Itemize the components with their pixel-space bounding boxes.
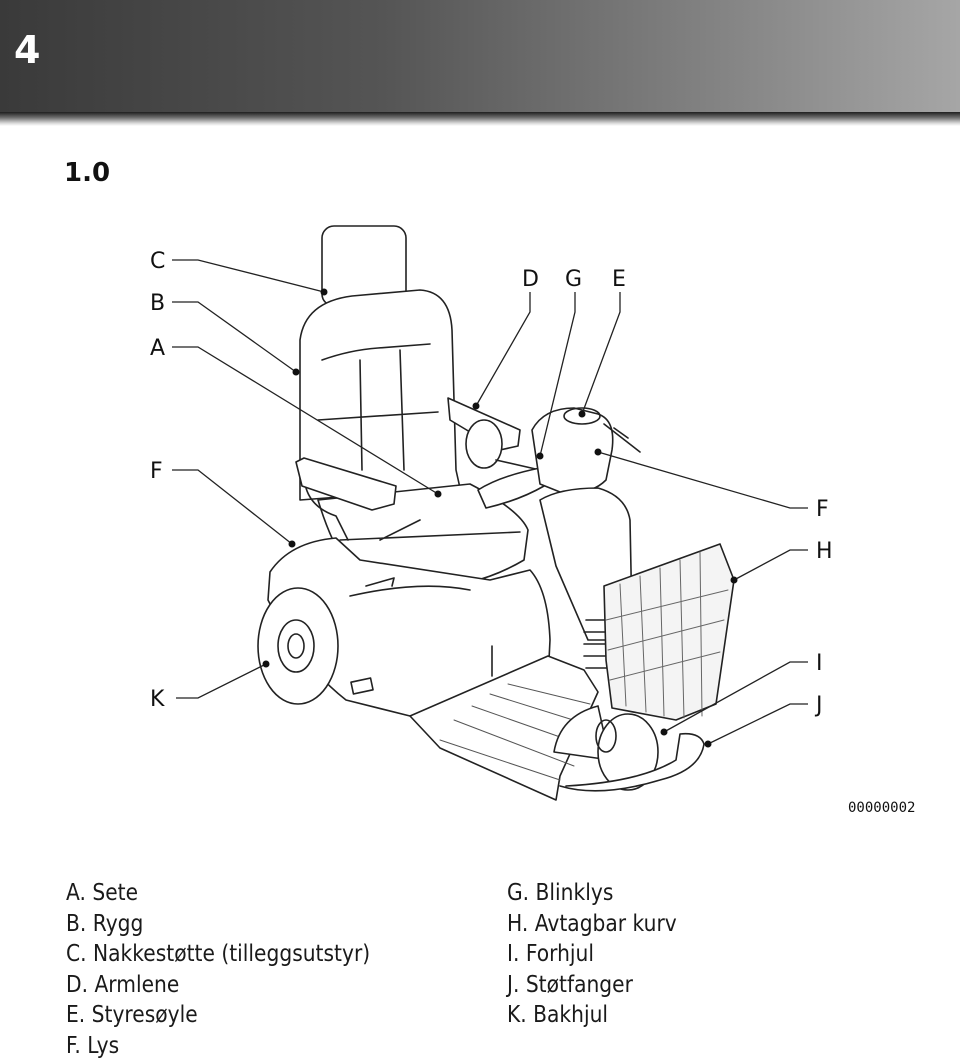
tiller-drawing: [477, 467, 545, 509]
legend-item-h: H. Avtagbar kurv: [507, 910, 677, 937]
callout-G: G: [565, 267, 582, 292]
legend-item-a: A. Sete: [66, 880, 139, 906]
callout-C: C: [150, 249, 165, 274]
scooter-drawing: [257, 225, 735, 801]
header-bar: [0, 0, 960, 112]
legend-item-d: D. Armlene: [66, 971, 180, 998]
callout-A: A: [150, 336, 165, 361]
legend-left: A. Sete B. Rygg C. Nakkestøtte (tilleggs…: [66, 878, 370, 1061]
scooter-diagram: C B A F D G E F H I J K 00000002: [150, 225, 915, 816]
legend-item-f: F. Lys: [66, 1032, 120, 1059]
legend-item-k: K. Bakhjul: [507, 1002, 609, 1028]
legend-item-i: I. Forhjul: [507, 941, 595, 967]
leader-lines: [172, 259, 808, 745]
figure-id: 00000002: [848, 800, 915, 816]
callout-B: B: [150, 291, 165, 316]
mirror-drawing: [465, 419, 503, 469]
legend-item-e: E. Styresøyle: [66, 1002, 198, 1028]
front-wheel-drawing: [597, 713, 659, 791]
callout-E: E: [612, 267, 626, 292]
armrest-left-drawing: [295, 457, 397, 511]
callout-J: J: [814, 693, 823, 718]
rear-wheel-drawing: [257, 587, 339, 705]
callout-K: K: [150, 687, 165, 712]
callout-labels: C B A F D G E F H I J K 00000002: [150, 249, 915, 816]
legend-right: G. Blinklys H. Avtagbar kurv I. Forhjul …: [507, 878, 677, 1031]
backrest-drawing: [299, 289, 461, 501]
bumper-drawing: [559, 732, 705, 792]
section-number: 1.0: [64, 158, 111, 188]
callout-H: H: [816, 539, 833, 564]
callout-F-left: F: [150, 459, 163, 484]
header-shadow: [0, 112, 960, 126]
legend-item-g: G. Blinklys: [507, 880, 614, 906]
page-number: 4: [14, 28, 41, 72]
legend-item-b: B. Rygg: [66, 910, 144, 937]
callout-I: I: [816, 651, 823, 676]
callout-F-right: F: [816, 497, 829, 522]
leader-dots: [262, 288, 738, 748]
callout-D: D: [522, 267, 539, 292]
legend-item-j: J. Støtfanger: [507, 971, 633, 998]
legend-item-c: C. Nakkestøtte (tilleggsutstyr): [66, 941, 371, 967]
